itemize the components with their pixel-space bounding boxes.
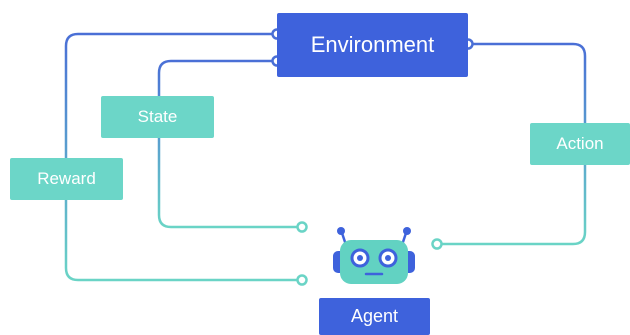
state-connector: [157, 59, 302, 229]
agent-label: Agent: [350, 306, 399, 326]
reward-node: Reward: [10, 158, 123, 200]
environment-label: Environment: [310, 32, 435, 57]
action-label: Action: [556, 134, 604, 153]
action-node: Action: [530, 123, 630, 165]
state-end-dot: [296, 221, 308, 233]
state-node: State: [101, 96, 214, 138]
agent-node: Agent: [319, 298, 430, 335]
state-label: State: [137, 107, 178, 126]
action-start-dot: [431, 238, 443, 250]
robot-icon: [333, 227, 415, 284]
reward-connector: [64, 32, 302, 282]
reward-label: Reward: [37, 169, 96, 188]
reward-end-dot: [296, 274, 308, 286]
environment-node: Environment: [277, 13, 468, 77]
